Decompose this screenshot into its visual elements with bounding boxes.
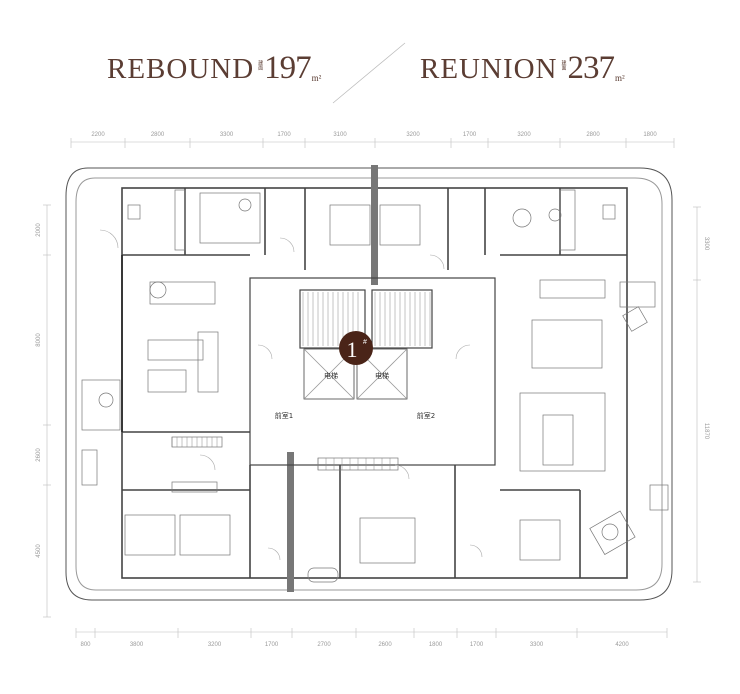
- stair: [371, 289, 433, 349]
- building-badge: 1 #: [339, 331, 373, 365]
- dimension-label: 2600: [36, 448, 42, 462]
- bed: [329, 204, 371, 246]
- furniture: [81, 189, 669, 583]
- dimension-label: 2000: [36, 223, 42, 237]
- unit-name: REBOUND: [107, 53, 255, 85]
- elevator-label: 电梯: [375, 371, 389, 380]
- dimension-label: 1700: [277, 132, 291, 138]
- lobby-label: 前室1: [275, 411, 293, 420]
- duct-shaft: [287, 452, 294, 592]
- area-prefix: 建面: [257, 60, 263, 70]
- dimension-label: 3300: [703, 237, 709, 251]
- dining-table: [531, 319, 603, 369]
- sofa: [147, 339, 204, 361]
- bed: [179, 514, 231, 556]
- dimension-label: 8000: [36, 333, 42, 347]
- kitchen-island: [539, 279, 606, 299]
- building-number: 1: [347, 337, 358, 362]
- unit-name: REUNION: [420, 53, 558, 85]
- elevator-label: 电梯: [324, 371, 338, 380]
- unit-title-rebound: REBOUND 建面 197 m²: [107, 50, 322, 86]
- dimension-label: 2600: [378, 642, 392, 648]
- dimension-label: 11870: [703, 423, 709, 440]
- core: [249, 277, 496, 466]
- dimension-label: 1800: [643, 132, 657, 138]
- bathtub: [307, 567, 339, 583]
- stair: [299, 289, 366, 349]
- unit-area: 237: [567, 50, 615, 86]
- doors: [99, 229, 483, 561]
- bed: [359, 517, 416, 564]
- coffee-table: [542, 414, 574, 466]
- dimension-label: 2800: [586, 132, 600, 138]
- duct-shaft: [371, 165, 378, 285]
- dimension-label: 1700: [463, 132, 477, 138]
- unit-area: 197: [264, 50, 311, 86]
- area-unit: m²: [615, 73, 625, 83]
- dimension-label: 1700: [470, 642, 484, 648]
- bed: [379, 204, 421, 246]
- dimension-label: 2700: [317, 642, 331, 648]
- dimension-lines: [43, 138, 701, 638]
- area-prefix: 建面: [560, 60, 566, 70]
- dimension-label: 2800: [151, 132, 165, 138]
- dimension-label: 3100: [333, 132, 347, 138]
- area-unit: m²: [311, 73, 322, 83]
- bed: [124, 514, 176, 556]
- dimension-label: 3300: [220, 132, 234, 138]
- dimension-label: 1700: [265, 642, 279, 648]
- dimension-label: 4500: [36, 544, 42, 558]
- building-suffix: #: [363, 339, 367, 346]
- dimension-label: 4200: [615, 642, 629, 648]
- stair-treads: [171, 292, 431, 470]
- dimension-label: 3300: [530, 642, 544, 648]
- dimension-label: 2200: [91, 132, 105, 138]
- dimension-label: 3200: [406, 132, 420, 138]
- dimension-label: 1800: [429, 642, 443, 648]
- rug: [519, 392, 606, 472]
- dimension-label: 3200: [517, 132, 531, 138]
- dining-table: [149, 281, 216, 305]
- building-outline: [65, 167, 673, 601]
- elevators: [303, 348, 408, 400]
- dimension-label: 800: [80, 642, 91, 648]
- unit-title-reunion: REUNION 建面 237 m²: [420, 50, 625, 86]
- lobby-label: 前室2: [417, 411, 435, 420]
- dimension-label: 3800: [130, 642, 144, 648]
- title-divider: [332, 42, 406, 104]
- bed: [519, 519, 561, 561]
- dimension-label: 3200: [208, 642, 222, 648]
